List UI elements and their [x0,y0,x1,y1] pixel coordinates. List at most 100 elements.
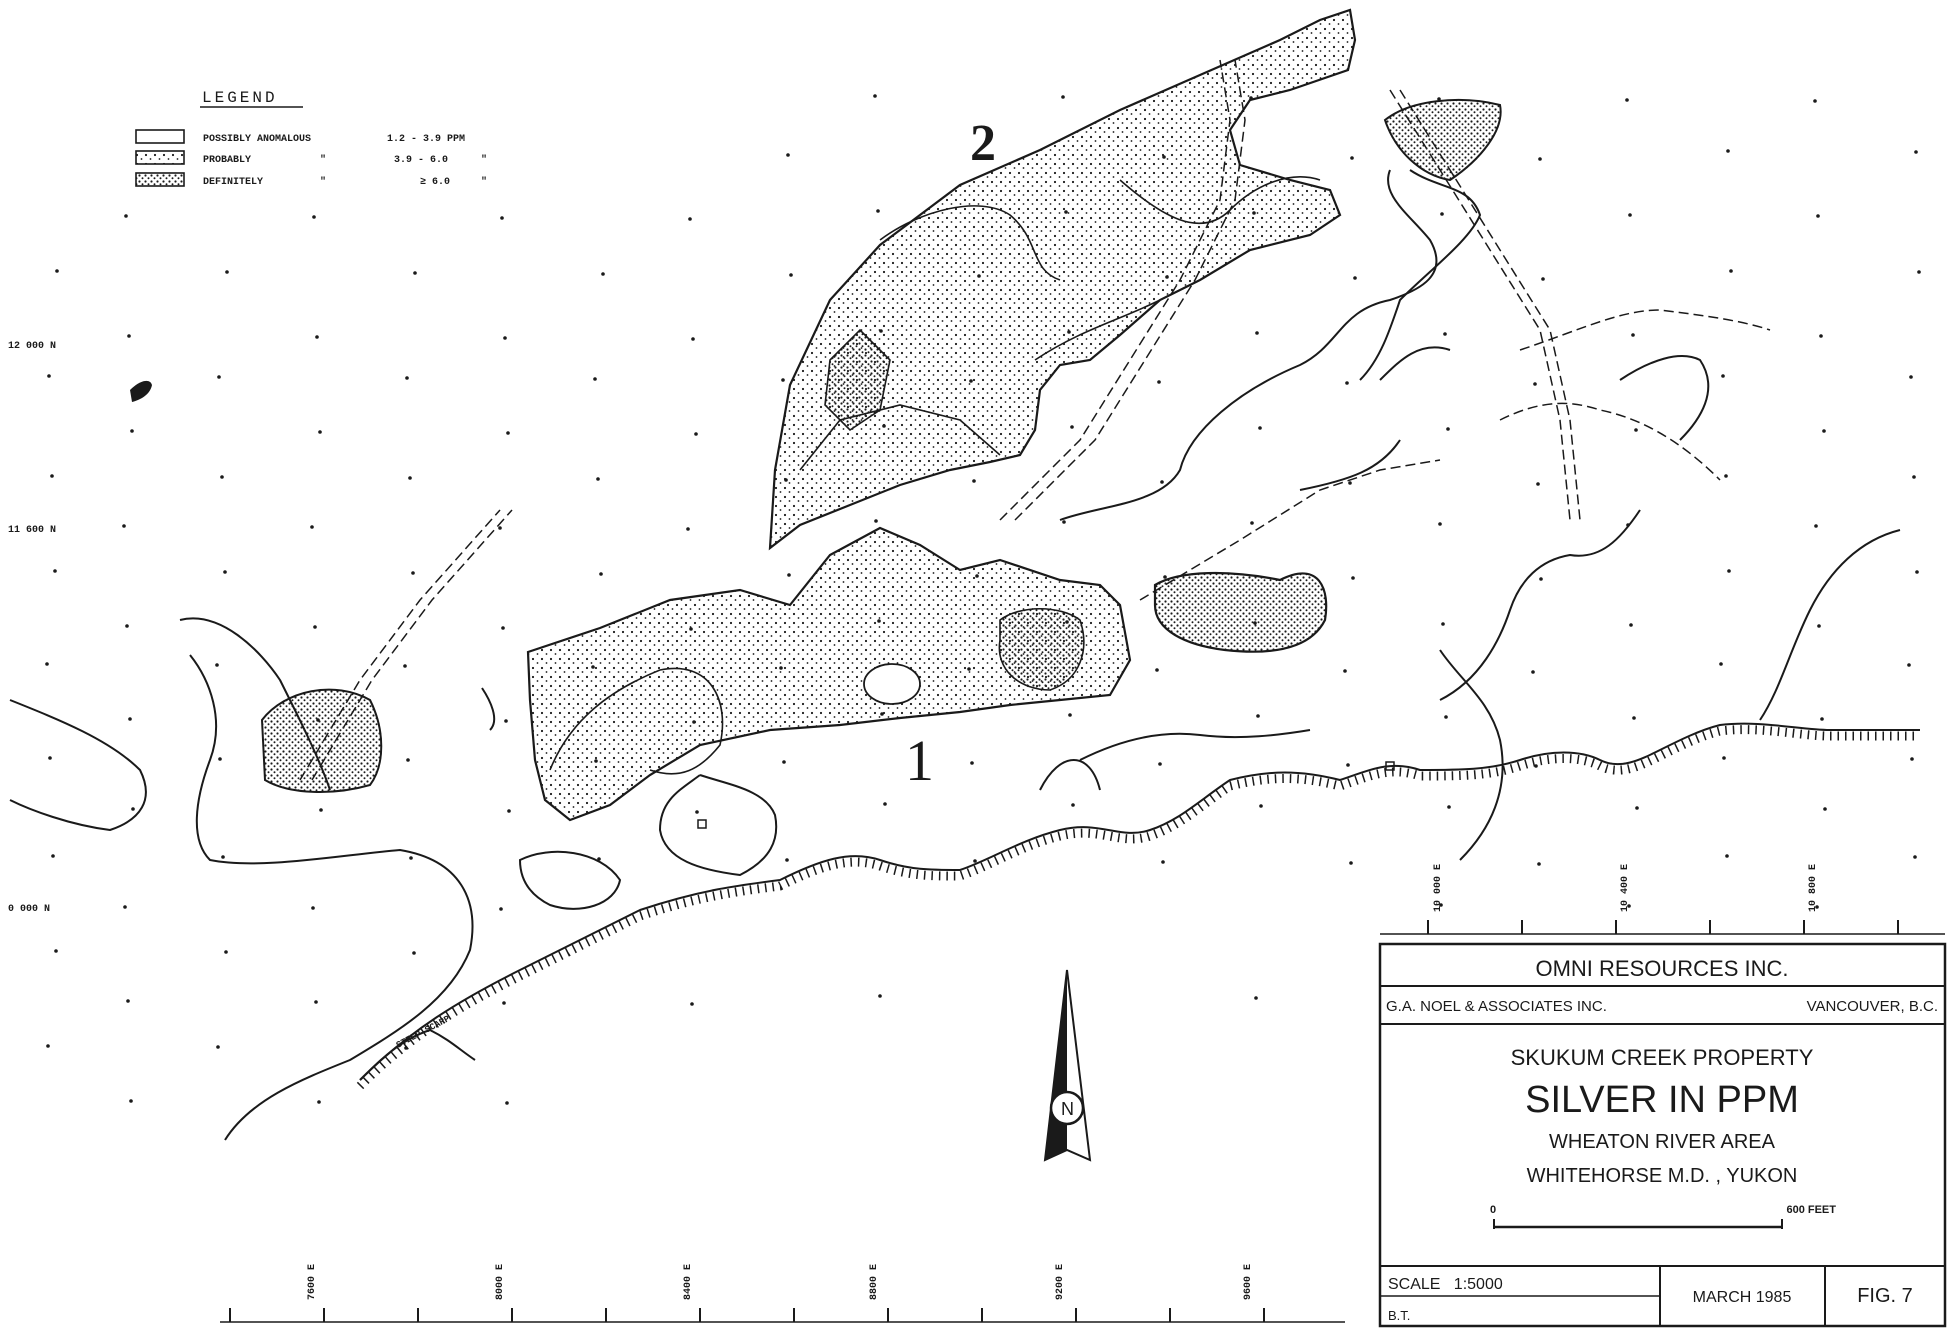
sample-point [1255,331,1259,335]
sample-point [779,666,783,670]
sample-point [1349,861,1353,865]
sample-point [781,378,785,382]
sample-point [310,525,314,529]
legend-ditto-definite: " [320,176,326,188]
tb-property: SKUKUM CREEK PROPERTY [1511,1045,1814,1070]
anomaly-west [260,688,383,793]
sample-point [1629,623,1633,627]
sample-point [1721,374,1725,378]
sample-point [695,810,699,814]
northing-11600: 11 600 N [8,525,56,536]
sample-point [1250,521,1254,525]
sample-point [412,951,416,955]
sample-point [974,154,978,158]
sample-point [404,1046,408,1050]
sample-point [127,334,131,338]
sample-point [125,624,129,628]
sample-point [597,857,601,861]
easting-10000: 10 000 E [1433,864,1444,912]
sample-points [45,94,1921,1105]
sample-point [883,802,887,806]
sample-point [225,270,229,274]
anomaly-northeast [1383,99,1502,182]
sample-point [1162,155,1166,159]
sample-point [1635,806,1639,810]
easting-7600: 7600 E [307,1264,318,1300]
sample-point [411,571,415,575]
anomaly-zone-2: 2 [768,8,1357,551]
sample-point [313,625,317,629]
sample-point [973,859,977,863]
sample-point [1813,99,1817,103]
sample-point [409,856,413,860]
sample-point [874,519,878,523]
sample-point [126,999,130,1003]
sample-point [1070,425,1074,429]
anomaly-label-zone2: 2 [970,115,996,172]
sample-point [1253,621,1257,625]
sample-point [498,526,502,530]
sample-point [1155,668,1159,672]
sample-point [1071,803,1075,807]
sample-point [1351,576,1355,580]
sample-point [1438,522,1442,526]
sample-point [502,1001,506,1005]
sample-point [124,214,128,218]
sample-point [1067,330,1071,334]
sample-point [1531,670,1535,674]
sample-point [970,761,974,765]
sample-point [1816,214,1820,218]
sample-point [972,479,976,483]
sample-point [877,619,881,623]
easting-axis-bottom: 7600 E 8000 E 8400 E 8800 E 9200 E 9600 … [220,1264,1345,1323]
north-arrow: N [1043,969,1092,1162]
sample-point [882,424,886,428]
sample-point [223,570,227,574]
tb-city: VANCOUVER, B.C. [1807,998,1938,1015]
sample-point [221,855,225,859]
sample-point [880,712,884,716]
sample-point [1068,713,1072,717]
sample-point [601,272,605,276]
legend: LEGEND POSSIBLY ANOMALOUS 1.2 - 3.9 PPM … [135,89,487,188]
easting-8400: 8400 E [683,1264,694,1300]
sample-point [690,1002,694,1006]
sample-point [785,858,789,862]
tb-drawn-by: B.T. [1388,1308,1410,1323]
sample-point [1822,429,1826,433]
sample-point [319,808,323,812]
sample-point [1917,270,1921,274]
sample-point [505,1101,509,1105]
sample-point [55,269,59,273]
sample-point [1441,622,1445,626]
tb-district: WHITEHORSE M.D. , YUKON [1527,1165,1798,1187]
sample-point [403,664,407,668]
sample-point [501,626,505,630]
sample-point [688,217,692,221]
steep-scarp-label: STEEP SCARP [395,1014,453,1051]
scale-bar-start: 0 [1490,1204,1496,1216]
sample-point [316,718,320,722]
sample-point [594,759,598,763]
sample-point [1256,714,1260,718]
sample-point [507,809,511,813]
easting-9600: 9600 E [1243,1264,1254,1300]
legend-swatch-definite [135,172,185,187]
sample-point [694,432,698,436]
sample-point [1724,474,1728,478]
sample-point [54,949,58,953]
legend-swatch-probable [135,150,185,165]
sample-point [1444,715,1448,719]
sample-point [1161,860,1165,864]
sample-point [1627,904,1631,908]
northing-12000: 12 000 N [8,341,56,352]
sample-point [1064,210,1068,214]
sample-point [873,94,877,98]
sample-point [1541,277,1545,281]
sample-point [317,1100,321,1104]
sample-point [1163,575,1167,579]
sample-point [1345,381,1349,385]
sample-point [215,663,219,667]
tb-map-title: SILVER IN PPM [1525,1079,1799,1121]
